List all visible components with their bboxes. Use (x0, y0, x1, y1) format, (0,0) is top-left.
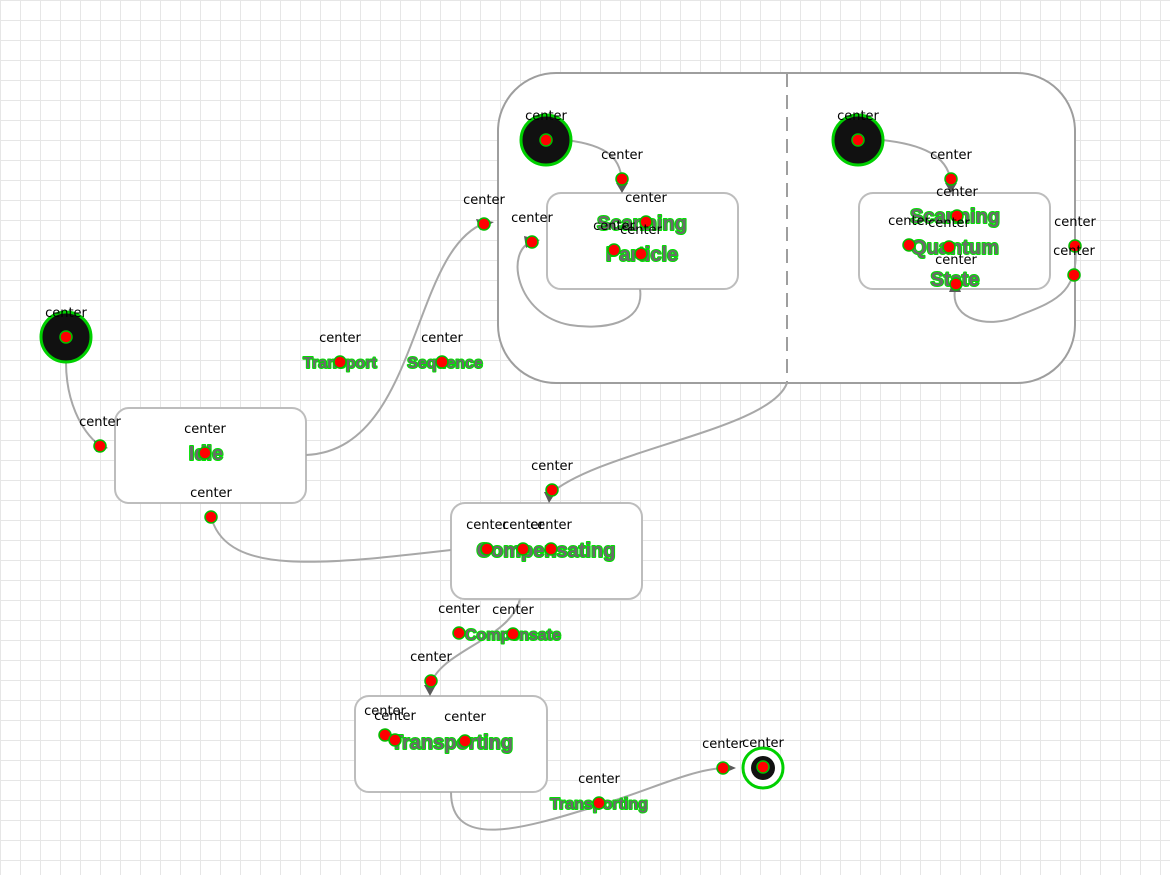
center-annotation-label: center (625, 191, 667, 206)
center-annotation-label: center (79, 415, 121, 430)
center-annotation-label: center (45, 306, 87, 321)
center-marker (944, 172, 958, 186)
center-marker (480, 542, 494, 556)
center-annotation-label: center (364, 704, 406, 719)
center-marker (477, 217, 491, 231)
center-marker (902, 238, 916, 252)
center-annotation-label: center (935, 253, 977, 268)
center-marker (607, 243, 621, 257)
center-annotation-label: center (888, 214, 930, 229)
center-marker (1067, 268, 1081, 282)
center-marker (716, 761, 730, 775)
edge-compensating-to-idle (211, 519, 452, 563)
center-annotation-label: center (190, 486, 232, 501)
center-annotation-label: center (620, 223, 662, 238)
center-annotation-label: center (578, 772, 620, 787)
center-annotation-label: center (410, 650, 452, 665)
center-annotation-label: center (593, 219, 635, 234)
center-annotation-label: center (525, 109, 567, 124)
center-annotation-label: center (374, 709, 416, 724)
center-marker (516, 542, 530, 556)
center-marker (949, 277, 963, 291)
center-annotation-label: center (742, 736, 784, 751)
center-marker (756, 760, 770, 774)
center-marker (93, 439, 107, 453)
center-marker (59, 330, 73, 344)
center-marker (851, 133, 865, 147)
edge-compensating-to-transporting (429, 598, 521, 687)
center-marker (506, 627, 520, 641)
center-marker (634, 247, 648, 261)
center-marker (539, 133, 553, 147)
center-annotation-label: center (930, 148, 972, 163)
center-marker (545, 483, 559, 497)
center-annotation-label: center (511, 211, 553, 226)
arrowhead (424, 685, 436, 696)
center-annotation-label: center (463, 193, 505, 208)
center-annotation-label: center (837, 109, 879, 124)
center-marker (204, 510, 218, 524)
edge-scanning-particle-loop (516, 241, 642, 328)
center-annotation-label: center (936, 185, 978, 200)
center-annotation-label: center (184, 422, 226, 437)
edge-initial-to-idle (65, 361, 101, 447)
center-marker (458, 734, 472, 748)
center-annotation-label: center (421, 331, 463, 346)
center-marker (452, 626, 466, 640)
center-marker (388, 733, 402, 747)
center-marker (198, 446, 212, 460)
center-annotation-label: center (444, 710, 486, 725)
center-annotation-label: center (530, 518, 572, 533)
center-annotation-label: center (531, 459, 573, 474)
center-marker (592, 796, 606, 810)
center-annotation-label: center (1053, 244, 1095, 259)
center-annotation-label: center (466, 518, 508, 533)
edge-transporting-to-final (450, 767, 724, 831)
center-marker (525, 235, 539, 249)
arrowhead (616, 183, 628, 193)
edge-idle-to-composite (305, 222, 486, 456)
center-marker (1068, 239, 1082, 253)
center-marker (950, 209, 964, 223)
center-marker (424, 674, 438, 688)
state-scanning-particle[interactable] (546, 192, 739, 290)
center-marker (942, 240, 956, 254)
center-annotation-label: center (928, 216, 970, 231)
center-annotation-label: center (492, 603, 534, 618)
center-annotation-label: center (601, 148, 643, 163)
center-annotation-label: center (438, 602, 480, 617)
center-marker (639, 215, 653, 229)
state-transporting-label: Transporting (391, 732, 513, 754)
center-annotation-label: center (502, 518, 544, 533)
center-annotation-label: center (319, 331, 361, 346)
center-annotation-label: center (1054, 215, 1096, 230)
center-marker (544, 542, 558, 556)
center-marker (615, 172, 629, 186)
state-transporting-label-halo: Transporting (391, 732, 513, 754)
center-annotation-label: center (702, 737, 744, 752)
center-marker (333, 355, 347, 369)
edge-composite-to-compensating (549, 382, 788, 495)
arrowhead (945, 183, 957, 193)
center-marker (435, 355, 449, 369)
